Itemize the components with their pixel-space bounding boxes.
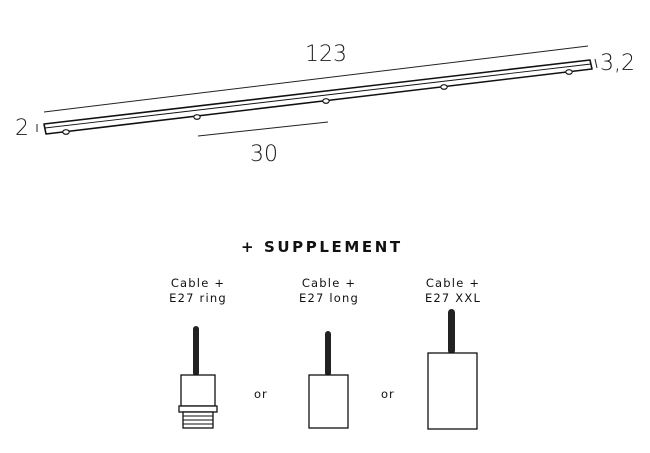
mounting-hole xyxy=(193,114,201,120)
option-xxl-line2: E27 XXL xyxy=(424,291,482,305)
rail-edge xyxy=(44,63,592,129)
height-end-label: 3,2 xyxy=(600,51,635,76)
option-xxl-line1: Cable + xyxy=(425,276,481,290)
mounting-hole xyxy=(440,84,448,90)
height-end-tick xyxy=(594,58,598,69)
spacing-dimension-line xyxy=(197,121,329,137)
option-ring-line2: E27 ring xyxy=(169,291,227,305)
or-separator-1: or xyxy=(254,387,268,401)
e27-long-socket-icon xyxy=(308,331,349,429)
e27-xxl-socket-icon xyxy=(427,309,478,430)
mounting-hole xyxy=(62,129,70,135)
option-xxl-label: Cable + E27 XXL xyxy=(405,276,501,306)
option-long-line1: Cable + xyxy=(301,276,357,290)
option-ring-label: Cable + E27 ring xyxy=(150,276,246,306)
mounting-hole xyxy=(565,69,573,75)
length-label: 123 xyxy=(305,42,347,67)
option-long-label: Cable + E27 long xyxy=(281,276,377,306)
width-end-label: 2 xyxy=(15,116,29,141)
spacing-label: 30 xyxy=(250,142,278,167)
option-long-line2: E27 long xyxy=(299,291,359,305)
length-dimension-line xyxy=(43,45,589,113)
supplement-heading: + SUPPLEMENT xyxy=(241,238,403,256)
option-ring-line1: Cable + xyxy=(170,276,226,290)
e27-ring-socket-icon xyxy=(178,326,218,429)
rail-body xyxy=(43,59,593,135)
or-separator-2: or xyxy=(381,387,395,401)
mounting-hole xyxy=(322,98,330,104)
